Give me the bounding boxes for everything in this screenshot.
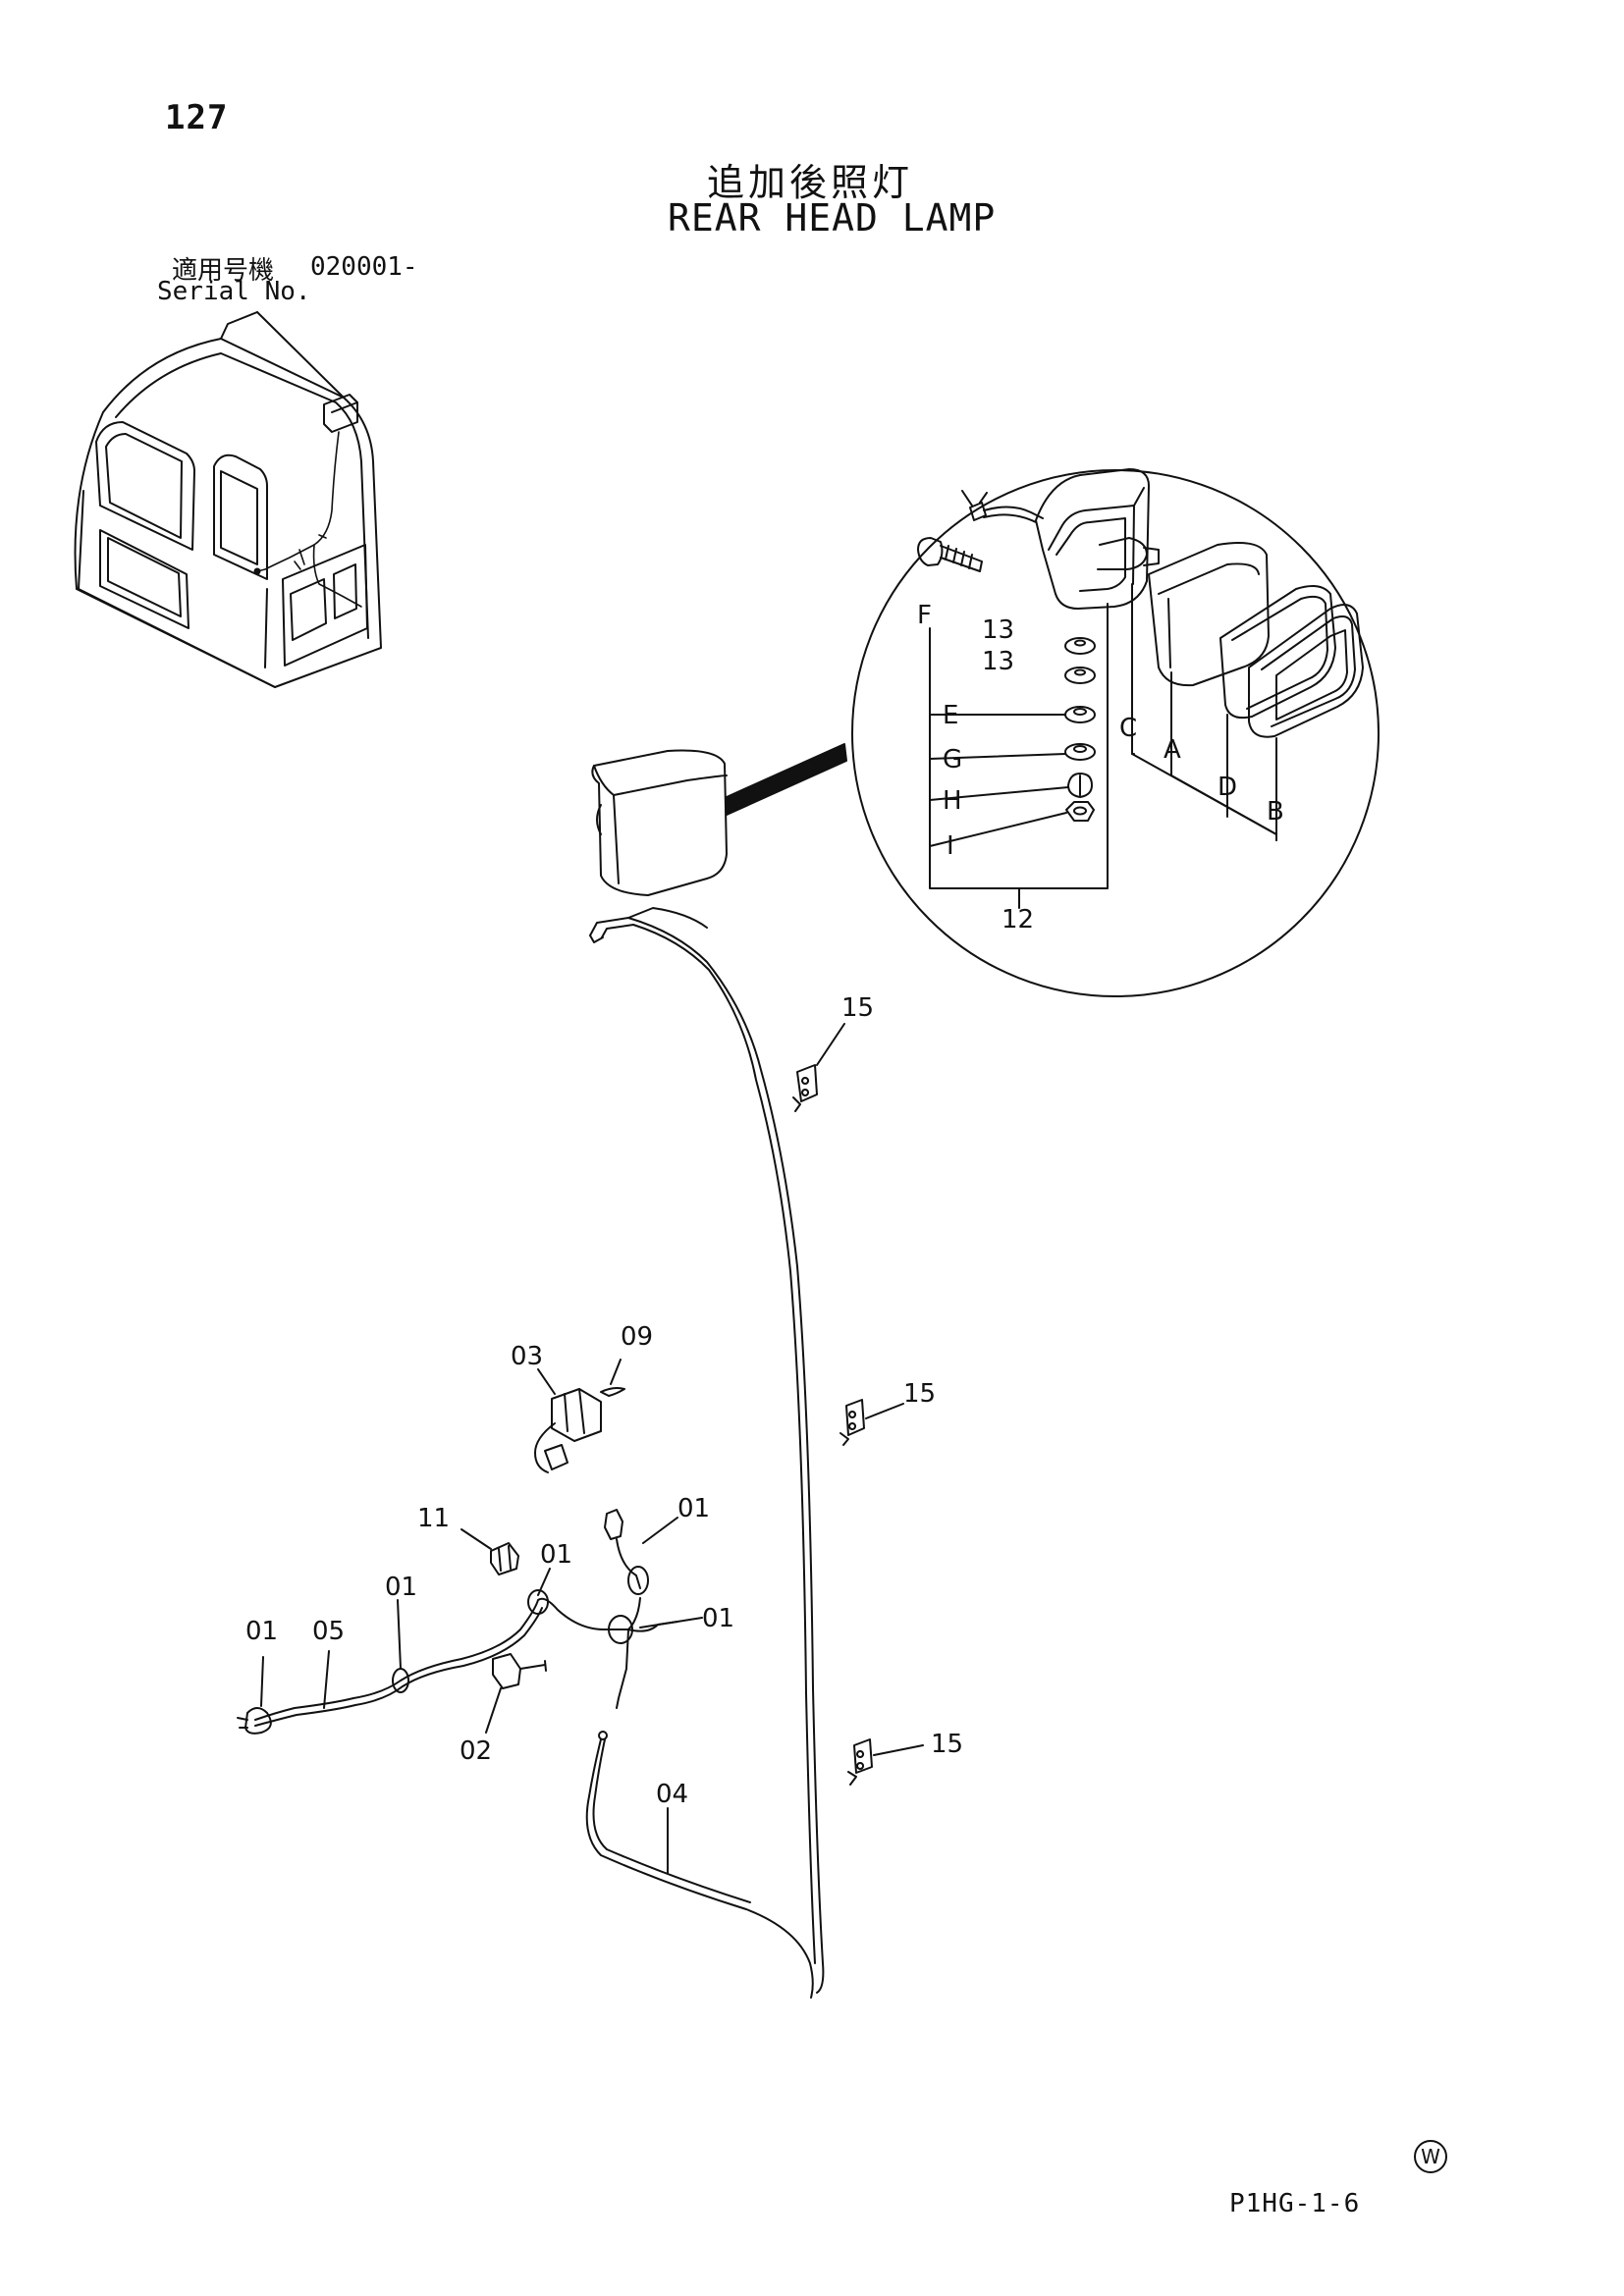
- callout-01-center: 01: [540, 1540, 572, 1570]
- callout-02: 02: [460, 1736, 492, 1766]
- serial-range: 020001-: [310, 252, 418, 282]
- callout-09: 09: [621, 1322, 653, 1352]
- callout-01-upper-right: 01: [677, 1494, 710, 1523]
- callout-E: E: [943, 701, 958, 730]
- callout-I: I: [947, 831, 954, 861]
- watermark-mark: W: [1414, 2140, 1447, 2173]
- lamp-assembly-illustration: [591, 743, 847, 896]
- callout-H: H: [943, 786, 962, 816]
- callout-11: 11: [417, 1504, 450, 1533]
- callout-F: F: [917, 601, 932, 630]
- rear-harness-illustration: [585, 907, 924, 1999]
- callout-15-top: 15: [841, 993, 874, 1023]
- serial-label-japanese: 適用号機: [172, 256, 275, 286]
- callout-05: 05: [312, 1617, 345, 1646]
- serial-label-english: Serial No.: [157, 277, 311, 306]
- callout-01-left-middle: 01: [385, 1573, 417, 1602]
- callout-15-bottom: 15: [931, 1730, 963, 1759]
- figure-code: P1HG-1-6: [1229, 2189, 1361, 2218]
- callout-15-middle: 15: [903, 1379, 936, 1409]
- callout-B: B: [1267, 797, 1284, 827]
- callout-D: D: [1218, 773, 1237, 802]
- callout-04: 04: [656, 1780, 688, 1809]
- callout-A: A: [1164, 735, 1181, 765]
- callout-labels: 13 13 F E G H I C A D B 12 15 15 15 03 0…: [245, 601, 1284, 1809]
- page-number: 127: [165, 98, 229, 137]
- callout-01-right: 01: [702, 1604, 734, 1633]
- title-japanese: 追加後照灯: [707, 161, 914, 204]
- callout-03: 03: [511, 1342, 543, 1371]
- detail-circle: [851, 468, 1380, 997]
- callout-G: G: [943, 745, 962, 774]
- cab-overview-illustration: [74, 311, 382, 688]
- callout-13-upper: 13: [982, 615, 1014, 645]
- title-english: REAR HEAD LAMP: [668, 196, 997, 240]
- callout-01-far-left: 01: [245, 1617, 278, 1646]
- callout-C: C: [1119, 714, 1137, 743]
- main-harness-illustration: [237, 1359, 703, 1874]
- callout-13-lower: 13: [982, 647, 1014, 676]
- callout-12: 12: [1001, 905, 1034, 934]
